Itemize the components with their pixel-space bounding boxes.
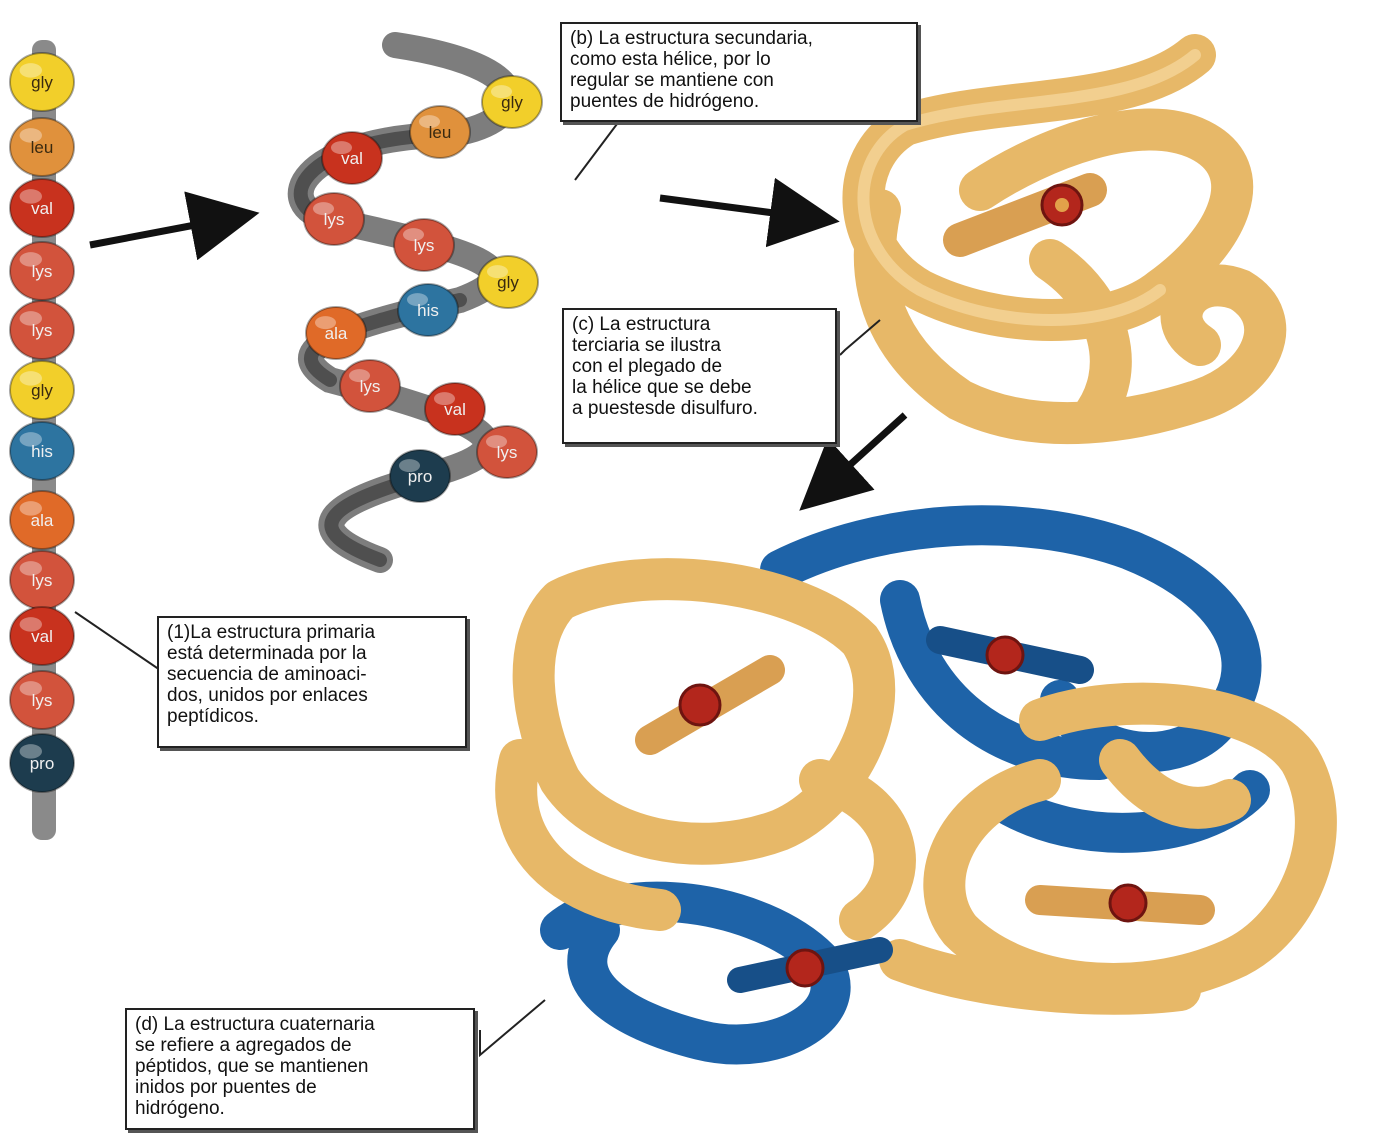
disulfide-disc-center bbox=[1055, 198, 1069, 212]
callout-c-line-5: a puestesde disulfuro. bbox=[572, 398, 827, 419]
callout-d-line-2: se refiere a agregados de bbox=[135, 1035, 465, 1056]
primary-bead-label: lys bbox=[32, 321, 53, 340]
primary-bead-label: gly bbox=[31, 73, 53, 92]
quaternary-structure bbox=[516, 525, 1316, 1044]
primary-bead-label: val bbox=[31, 627, 53, 646]
callout-c-line-2: terciaria se ilustra bbox=[572, 335, 827, 356]
helix-bead-label: val bbox=[341, 149, 363, 168]
helix-bead-lys: lys bbox=[340, 360, 400, 412]
helix-bead-lys: lys bbox=[477, 426, 537, 478]
helix-bead-label: lys bbox=[414, 236, 435, 255]
primary-bead-lys: lys bbox=[10, 671, 74, 729]
arrow-primary-to-secondary bbox=[90, 218, 232, 245]
helix-bead-label: ala bbox=[325, 324, 348, 343]
helix-bead-pro: pro bbox=[390, 450, 450, 502]
helix-bead-label: val bbox=[444, 400, 466, 419]
pointer-a bbox=[75, 612, 160, 670]
primary-bead-his: his bbox=[10, 422, 74, 480]
primary-bead-label: lys bbox=[32, 262, 53, 281]
callout-b-line-4: puentes de hidrógeno. bbox=[570, 91, 908, 112]
callout-b-line-2: como esta hélice, por lo bbox=[570, 49, 908, 70]
helix-bead-val: val bbox=[425, 383, 485, 435]
helix-bead-gly: gly bbox=[478, 256, 538, 308]
callout-quaternary-structure: (d) La estructura cuaternaria se refiere… bbox=[125, 1008, 475, 1130]
primary-bead-leu: leu bbox=[10, 118, 74, 176]
primary-bead-lys: lys bbox=[10, 242, 74, 300]
pointer-d bbox=[480, 1000, 545, 1055]
callout-c-line-1: (c) La estructura bbox=[572, 314, 827, 335]
primary-bead-val: val bbox=[10, 607, 74, 665]
callout-primary-structure: (1)La estructura primaria está determina… bbox=[157, 616, 467, 748]
quaternary-disc-3 bbox=[1110, 885, 1146, 921]
callout-d-line-4: inidos por puentes de bbox=[135, 1077, 465, 1098]
quaternary-gold-fold-left bbox=[516, 579, 895, 920]
primary-bead-label: ala bbox=[31, 511, 54, 530]
helix-bead-label: pro bbox=[408, 467, 433, 486]
primary-bead-label: his bbox=[31, 442, 53, 461]
primary-bead-label: lys bbox=[32, 571, 53, 590]
helix-bead-label: lys bbox=[497, 443, 518, 462]
callout-a-line-2: está determinada por la bbox=[167, 643, 457, 664]
helix-bead-ala: ala bbox=[306, 307, 366, 359]
quaternary-disc-1 bbox=[680, 685, 720, 725]
primary-bead-lys: lys bbox=[10, 301, 74, 359]
helix-bead-label: his bbox=[417, 301, 439, 320]
callout-b-line-3: regular se mantiene con bbox=[570, 70, 908, 91]
helix-bead-leu: leu bbox=[410, 106, 470, 158]
helix-bead-label: lys bbox=[360, 377, 381, 396]
tertiary-structure bbox=[863, 55, 1265, 423]
primary-bead-gly: gly bbox=[10, 53, 74, 111]
callout-a-line-5: peptídicos. bbox=[167, 706, 457, 727]
quaternary-disc-2 bbox=[987, 637, 1023, 673]
callout-c-line-4: la hélice que se debe bbox=[572, 377, 827, 398]
callout-secondary-structure: (b) La estructura secundaria, como esta … bbox=[560, 22, 918, 122]
primary-bead-label: pro bbox=[30, 754, 55, 773]
primary-bead-ala: ala bbox=[10, 491, 74, 549]
primary-bead-pro: pro bbox=[10, 734, 74, 792]
primary-chain: gly leu val lys lys gly his ala lys val lys pro bbox=[10, 53, 74, 792]
helix-bead-label: lys bbox=[324, 210, 345, 229]
arrow-secondary-to-tertiary bbox=[660, 198, 812, 218]
helix-bead-gly: gly bbox=[482, 76, 542, 128]
callout-d-line-1: (d) La estructura cuaternaria bbox=[135, 1014, 465, 1035]
primary-bead-label: leu bbox=[31, 138, 54, 157]
callout-tertiary-structure: (c) La estructura terciaria se ilustra c… bbox=[562, 308, 837, 444]
primary-bead-label: val bbox=[31, 199, 53, 218]
callout-a-line-3: secuencia de aminoaci- bbox=[167, 664, 457, 685]
primary-bead-label: gly bbox=[31, 381, 53, 400]
callout-d-line-3: péptidos, que se mantienen bbox=[135, 1056, 465, 1077]
helix-bead-lys: lys bbox=[394, 219, 454, 271]
callout-d-line-5: hidrógeno. bbox=[135, 1098, 465, 1119]
helix-bead-his: his bbox=[398, 284, 458, 336]
helix-bead-label: gly bbox=[501, 93, 523, 112]
callout-b-line-1: (b) La estructura secundaria, bbox=[570, 28, 908, 49]
primary-bead-val: val bbox=[10, 179, 74, 237]
primary-bead-label: lys bbox=[32, 691, 53, 710]
helix-bead-label: leu bbox=[429, 123, 452, 142]
helix-chain: gly leu val lys lys gly his ala lys val lys pro bbox=[304, 76, 542, 502]
pointer-b bbox=[575, 120, 650, 180]
callout-a-line-1: (1)La estructura primaria bbox=[167, 622, 457, 643]
quaternary-disc-4 bbox=[787, 950, 823, 986]
callout-a-line-4: dos, unidos por enlaces bbox=[167, 685, 457, 706]
callout-c-line-3: con el plegado de bbox=[572, 356, 827, 377]
helix-bead-val: val bbox=[322, 132, 382, 184]
helix-bead-lys: lys bbox=[304, 193, 364, 245]
primary-bead-gly: gly bbox=[10, 361, 74, 419]
helix-bead-label: gly bbox=[497, 273, 519, 292]
tertiary-fold bbox=[863, 55, 1265, 423]
primary-bead-lys: lys bbox=[10, 551, 74, 609]
